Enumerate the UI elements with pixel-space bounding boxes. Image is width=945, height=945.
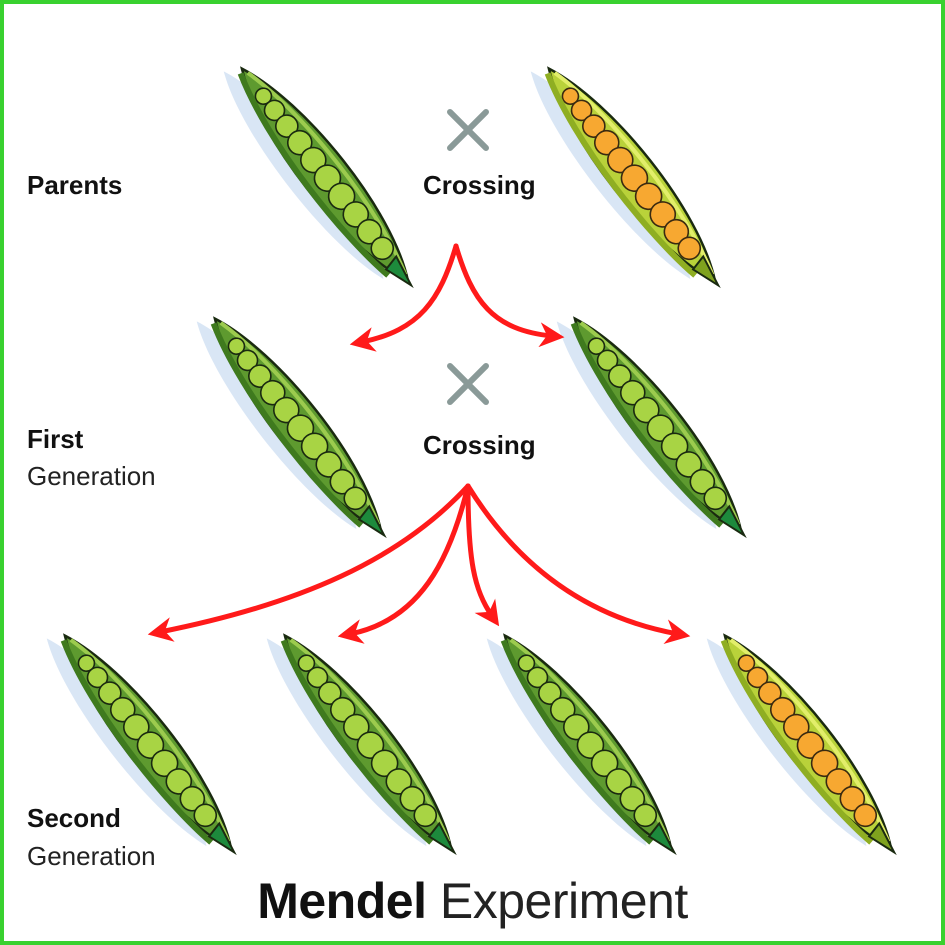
page-title: Mendel Experiment <box>0 872 945 930</box>
cross-icon <box>447 109 489 151</box>
pod-f2-4 <box>691 614 912 874</box>
title-bold: Mendel <box>257 873 427 929</box>
crossing-label: Crossing <box>423 430 536 460</box>
pod-parent-green <box>208 47 429 307</box>
pod-f1-left <box>181 297 402 557</box>
pod-f2-3 <box>471 614 692 874</box>
label-first: First <box>27 424 84 454</box>
label-first-generation: Generation <box>27 461 156 491</box>
label-second: Second <box>27 803 121 833</box>
cross-icon <box>447 363 489 405</box>
pod-parent-yellow <box>515 47 736 307</box>
pod-f1-right <box>541 297 762 557</box>
label-parents: Parents <box>27 170 123 200</box>
arrows-f1-to-f2 <box>147 483 691 645</box>
pod-f2-1 <box>31 614 252 874</box>
title-regular: Experiment <box>439 873 688 929</box>
label-second-generation: Generation <box>27 841 156 871</box>
arrows-parents-to-f1 <box>349 243 565 352</box>
crossing-label: Crossing <box>423 170 536 200</box>
pod-f2-2 <box>251 614 472 874</box>
